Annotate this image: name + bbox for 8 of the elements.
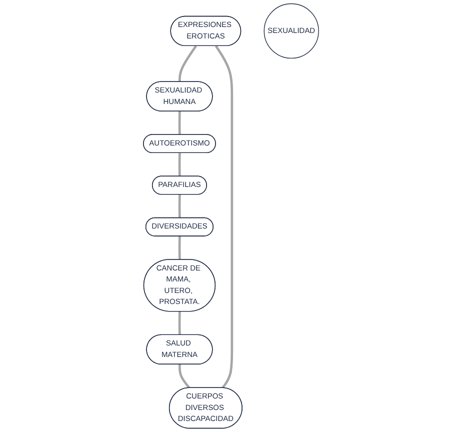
connector [214, 45, 234, 389]
connector [178, 236, 181, 260]
connector [178, 194, 181, 218]
connector [178, 111, 181, 135]
connector [178, 364, 190, 389]
connector [178, 152, 181, 176]
connector [178, 312, 181, 335]
connector [178, 45, 197, 82]
